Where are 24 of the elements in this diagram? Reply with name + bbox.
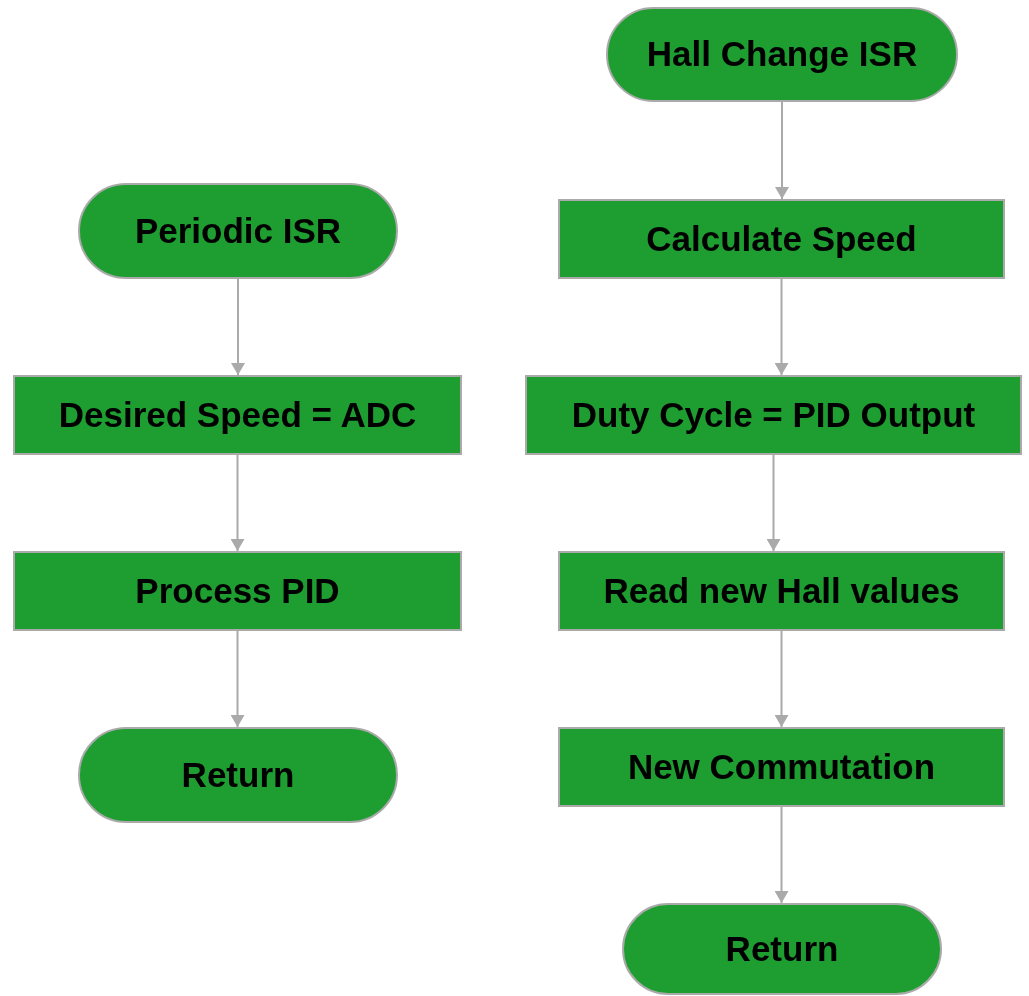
arrow (230, 454, 245, 552)
arrow (230, 630, 245, 728)
process-box (13, 375, 462, 455)
node-label: Duty Cycle = PID Output (571, 395, 976, 435)
arrow (766, 454, 781, 552)
arrow (775, 101, 789, 200)
arrow (774, 278, 789, 376)
arrow (231, 278, 245, 376)
arrow (774, 806, 789, 904)
process-box (558, 199, 1005, 279)
node-label: Return (725, 929, 839, 969)
node-label: Desired Speed = ADC (58, 395, 417, 435)
node-label: Return (181, 755, 295, 795)
node-label: Hall Change ISR (646, 35, 918, 74)
process-box (558, 551, 1005, 631)
node-label: Read new Hall values (603, 571, 960, 611)
node-label: Periodic ISR (134, 211, 342, 251)
node-label: Process PID (135, 571, 340, 611)
node-label: New Commutation (627, 747, 936, 787)
process-box (558, 727, 1005, 807)
arrow (774, 630, 789, 728)
process-box (525, 375, 1022, 455)
node-label: Calculate Speed (646, 219, 917, 259)
process-box (13, 551, 462, 631)
